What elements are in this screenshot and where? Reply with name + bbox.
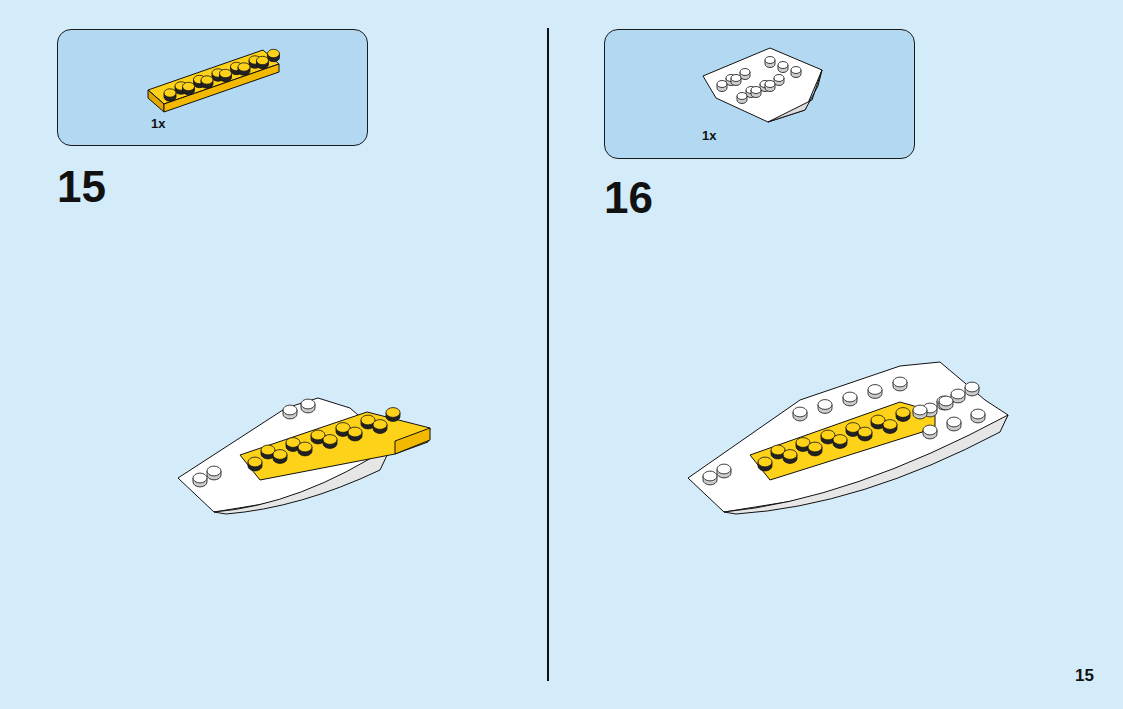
model-step-15: [178, 398, 430, 514]
stud-pattern: [164, 49, 985, 487]
quantity: 1x: [151, 116, 165, 131]
step-number: 15: [57, 165, 106, 209]
divider: [547, 28, 549, 681]
quantity: 1x: [702, 128, 716, 143]
step-number: 16: [604, 176, 653, 220]
model-step-16: [688, 362, 1008, 514]
page-number: 15: [1075, 667, 1094, 684]
part-art: [148, 48, 822, 122]
